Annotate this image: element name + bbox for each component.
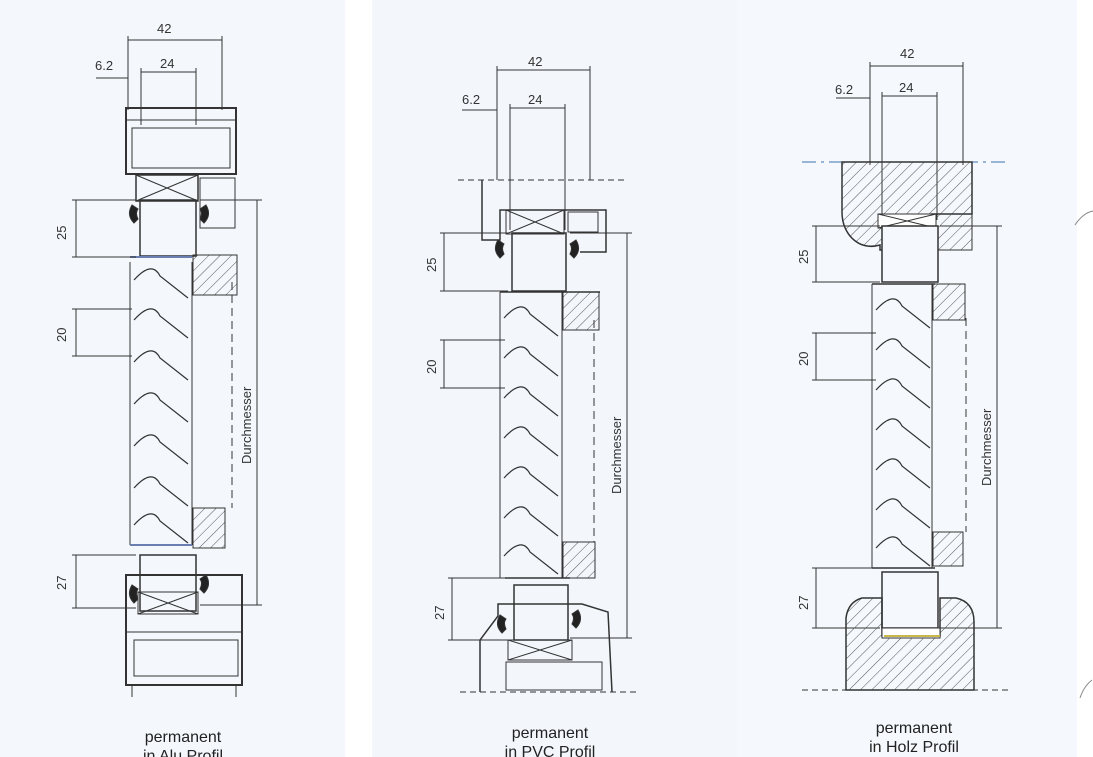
edge-mark-top — [1074, 210, 1093, 226]
dim-top-alu: 25 — [54, 226, 69, 240]
dim-bottom-holz: 27 — [796, 596, 811, 610]
dim-outer-alu: 42 — [157, 21, 171, 36]
dim-diameter-pvc: Durchmesser — [609, 416, 624, 494]
edge-mark-bottom — [1079, 679, 1093, 699]
caption-alu-line2: in Alu Profil — [142, 748, 224, 757]
dim-pitch-alu: 20 — [54, 328, 69, 342]
dim-offset-holz: 6.2 — [835, 82, 853, 97]
dim-top-holz: 25 — [796, 250, 811, 264]
dim-inner-alu: 24 — [160, 56, 174, 71]
scan-background-1 — [0, 0, 345, 757]
caption-holz-line1: permanent — [875, 720, 953, 737]
dim-inner-pvc: 24 — [528, 92, 542, 107]
labels-alu: 42 6.2 24 25 20 27 Durchmesser — [54, 21, 254, 590]
caption-alu-line1: permanent — [144, 729, 222, 746]
section-pvc — [440, 66, 640, 693]
dim-offset-alu: 6.2 — [95, 58, 113, 73]
caption-pvc-line2: in PVC Profil — [504, 744, 596, 757]
dim-offset-pvc: 6.2 — [462, 92, 480, 107]
dim-diameter-holz: Durchmesser — [979, 408, 994, 486]
scan-background-2 — [372, 0, 737, 757]
dim-top-pvc: 25 — [424, 258, 439, 272]
caption-alu: permanent in Alu Profil — [83, 728, 283, 757]
dim-diameter-alu: Durchmesser — [239, 386, 254, 464]
caption-holz-line2: in Holz Profil — [869, 739, 959, 756]
caption-holz: permanent in Holz Profil — [814, 719, 1014, 757]
dim-inner-holz: 24 — [899, 80, 913, 95]
labels-pvc: 42 6.2 24 25 20 27 Durchmesser — [424, 54, 624, 620]
dim-bottom-alu: 27 — [54, 576, 69, 590]
dim-bottom-pvc: 27 — [432, 606, 447, 620]
section-alu — [72, 36, 262, 697]
caption-pvc-line1: permanent — [511, 725, 589, 742]
dim-pitch-holz: 20 — [796, 352, 811, 366]
labels-holz: 42 6.2 24 25 20 27 Durchmesser — [796, 46, 994, 610]
section-holz — [802, 62, 1012, 691]
dim-outer-pvc: 42 — [528, 54, 542, 69]
caption-pvc: permanent in PVC Profil — [450, 724, 650, 757]
dim-pitch-pvc: 20 — [424, 360, 439, 374]
dim-outer-holz: 42 — [900, 46, 914, 61]
